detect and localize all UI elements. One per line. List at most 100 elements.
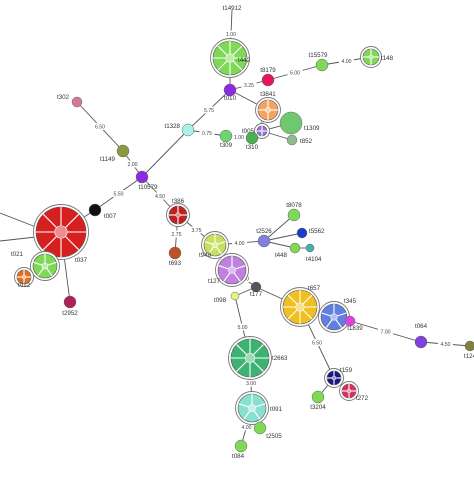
node-circle[interactable] (296, 227, 308, 239)
node-label: t3841 (260, 91, 276, 98)
node-t127[interactable]: t127 (208, 253, 249, 287)
node-circle[interactable] (230, 291, 240, 301)
node-circle[interactable] (250, 281, 262, 293)
node-circle[interactable] (245, 131, 259, 145)
node-circle[interactable] (344, 315, 356, 327)
edge-weight-label: 7.00 (380, 330, 390, 336)
node-t8078[interactable]: t8078 (286, 202, 302, 222)
edge-label-bg (169, 230, 184, 238)
node-t4104[interactable]: t4104 (305, 243, 322, 263)
node-circle[interactable] (88, 203, 102, 217)
edge-weight-label: 6.50 (95, 125, 105, 131)
node-label: t2526 (256, 228, 272, 235)
node-t386[interactable]: t386 (166, 198, 190, 227)
edge-weight-label: 1.00 (226, 32, 236, 38)
node-t005[interactable]: t005 (242, 123, 270, 139)
edge-label-bg (239, 423, 254, 431)
node-t272[interactable]: t272 (339, 381, 369, 403)
edge-label-bg (235, 323, 250, 331)
node-t124[interactable]: t124 (464, 340, 474, 360)
node-t345[interactable]: t345 (318, 298, 357, 333)
node-t2663[interactable]: t2663 (228, 336, 289, 380)
edge-weight-label: 2.00 (127, 162, 137, 168)
node-label: t948 (199, 252, 212, 259)
node-label: t159 (340, 367, 353, 374)
node-label: t1149 (100, 156, 116, 163)
node-t448[interactable]: t448 (275, 242, 301, 259)
node-circle[interactable] (71, 96, 83, 108)
node-t2526[interactable]: t2526 (256, 228, 272, 248)
node-t084[interactable]: t084 (232, 439, 248, 460)
node-circle[interactable] (311, 390, 325, 404)
node-t021[interactable]: t021 (11, 251, 60, 281)
node-t442[interactable]: t442 (210, 38, 251, 78)
node-label: t2663 (272, 355, 288, 362)
edge-t2526-t5562 (263, 232, 303, 242)
node-label: t386 (172, 198, 185, 205)
node-t064[interactable]: t064 (414, 323, 428, 349)
edge-offscreen-left-2 (0, 236, 37, 242)
node-circle[interactable] (234, 439, 248, 453)
node-t177[interactable]: t177 (250, 281, 263, 298)
edge-label-bg (125, 160, 140, 168)
edge-label-bg (241, 81, 257, 89)
node-pie-hub (41, 262, 49, 270)
node-t007[interactable]: t007 (88, 203, 117, 220)
node-t2505[interactable]: t2505 (253, 421, 282, 440)
node-t098[interactable]: t098 (214, 291, 240, 304)
node-t012[interactable]: t012 (14, 267, 34, 290)
node-t148[interactable]: t148 (360, 46, 394, 68)
node-t693[interactable]: t693 (168, 246, 182, 267)
node-t1839[interactable]: t1839 (344, 315, 363, 332)
node-circle[interactable] (223, 83, 237, 97)
node-circle[interactable] (257, 234, 271, 248)
node-t310[interactable]: t310 (245, 131, 259, 151)
node-t1309[interactable]: t1309 (279, 111, 320, 135)
node-circle[interactable] (305, 243, 315, 253)
node-circle[interactable] (464, 340, 474, 352)
node-circle[interactable] (219, 129, 233, 143)
node-t10579[interactable]: t10579 (135, 170, 158, 191)
node-t3841[interactable]: t3841 (255, 91, 281, 123)
node-circle[interactable] (287, 208, 301, 222)
node-label: t177 (250, 291, 263, 298)
node-circle[interactable] (289, 242, 301, 254)
edge-weight-label: 6.50 (312, 341, 322, 347)
node-t010[interactable]: t010 (223, 83, 237, 102)
node-t14912[interactable]: t14912 (223, 5, 242, 12)
node-pie-hub (346, 388, 352, 394)
node-t2952[interactable]: t2952 (62, 295, 78, 317)
edge-weight-label: 5.50 (113, 192, 123, 198)
node-t091[interactable]: t091 (235, 391, 283, 425)
node-label: t8078 (286, 202, 302, 209)
edge-weight-label: 4.00 (341, 59, 351, 65)
node-pie-hub (331, 375, 337, 381)
node-t302[interactable]: t302 (57, 94, 83, 108)
node-circle[interactable] (261, 73, 275, 87)
node-pie-hub (330, 313, 338, 321)
node-t3204[interactable]: t3204 (310, 390, 326, 411)
node-circle[interactable] (116, 144, 130, 158)
node-circle[interactable] (181, 123, 195, 137)
node-t037[interactable]: t037 (33, 204, 89, 265)
node-circle[interactable] (135, 170, 149, 184)
node-pie-hub (260, 129, 264, 133)
node-circle[interactable] (315, 58, 329, 72)
node-t852[interactable]: t852 (286, 134, 313, 146)
node-t309[interactable]: t309 (219, 129, 233, 149)
node-t15579[interactable]: t15579 (309, 52, 329, 72)
node-circle[interactable] (253, 421, 267, 435)
node-t657[interactable]: t657 (280, 285, 321, 327)
node-t159[interactable]: t159 (324, 367, 353, 388)
node-circle[interactable] (286, 134, 298, 146)
node-circle[interactable] (414, 335, 428, 349)
node-circle[interactable] (168, 246, 182, 260)
node-pie-hub (244, 352, 256, 364)
node-t948[interactable]: t948 (199, 231, 229, 260)
node-circle[interactable] (63, 295, 77, 309)
node-t1328[interactable]: t1328 (165, 123, 195, 137)
node-t1149[interactable]: t1149 (100, 144, 130, 163)
node-circle[interactable] (279, 111, 303, 135)
node-t5562[interactable]: t5562 (296, 227, 325, 239)
node-t8179[interactable]: t8179 (260, 67, 276, 87)
